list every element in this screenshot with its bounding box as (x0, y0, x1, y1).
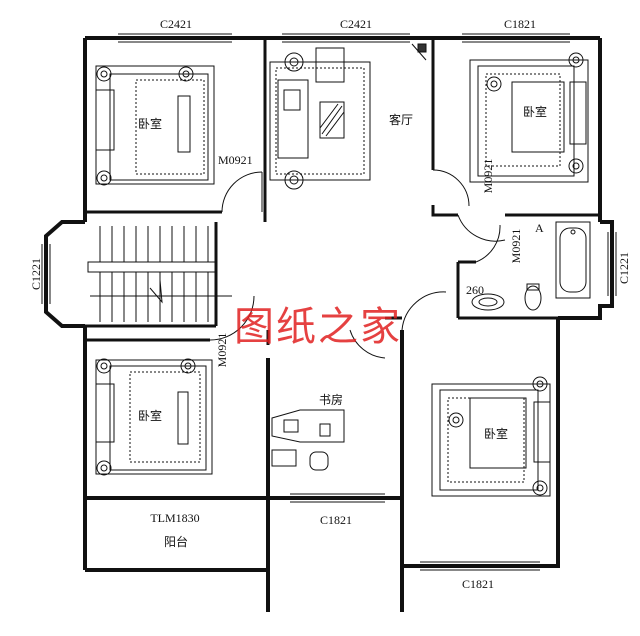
window-label-mid-bottom: C1821 (320, 513, 352, 527)
living-furniture (269, 43, 427, 190)
room-label-bedroom-bottom-left: 卧室 (138, 408, 162, 423)
bath-mark: A (535, 221, 544, 235)
window-lines (41, 33, 617, 571)
bath-fixtures (471, 221, 591, 311)
balcony-door-label: TLM1830 (150, 511, 199, 525)
room-label-living: 客厅 (389, 112, 413, 127)
study-furniture (271, 409, 345, 471)
door-label-bed-bottom-left: M0921 (215, 333, 229, 368)
door-label-bed-top-right: M0921 (481, 159, 495, 194)
bed-bottom-left (95, 358, 213, 476)
room-label-bedroom-top-left: 卧室 (138, 116, 162, 131)
staircase (87, 226, 232, 322)
bed-bottom-right (431, 376, 551, 497)
window-label-left: C1221 (29, 258, 43, 290)
window-label-bottom-right: C1821 (462, 577, 494, 591)
door-label-bed-top-left: M0921 (218, 153, 253, 167)
room-label-bedroom-bottom-right: 卧室 (484, 426, 508, 441)
level-mark: 260 (466, 283, 484, 297)
door-label-bath: M0921 (509, 229, 523, 264)
bed-top-left (95, 65, 215, 186)
window-label-right: C1221 (617, 252, 631, 284)
main-walls (44, 36, 614, 612)
interior-walls (85, 38, 600, 345)
room-label-study: 书房 (319, 392, 343, 407)
bed-top-right (469, 52, 589, 183)
door-swings (209, 169, 506, 359)
room-label-balcony: 阳台 (164, 534, 188, 549)
room-label-bedroom-top-right: 卧室 (523, 104, 547, 119)
window-label-top-mid: C2421 (340, 17, 372, 31)
window-label-top-right: C1821 (504, 17, 536, 31)
watermark-text: 图纸之家 (234, 304, 402, 350)
window-label-top-left: C2421 (160, 17, 192, 31)
